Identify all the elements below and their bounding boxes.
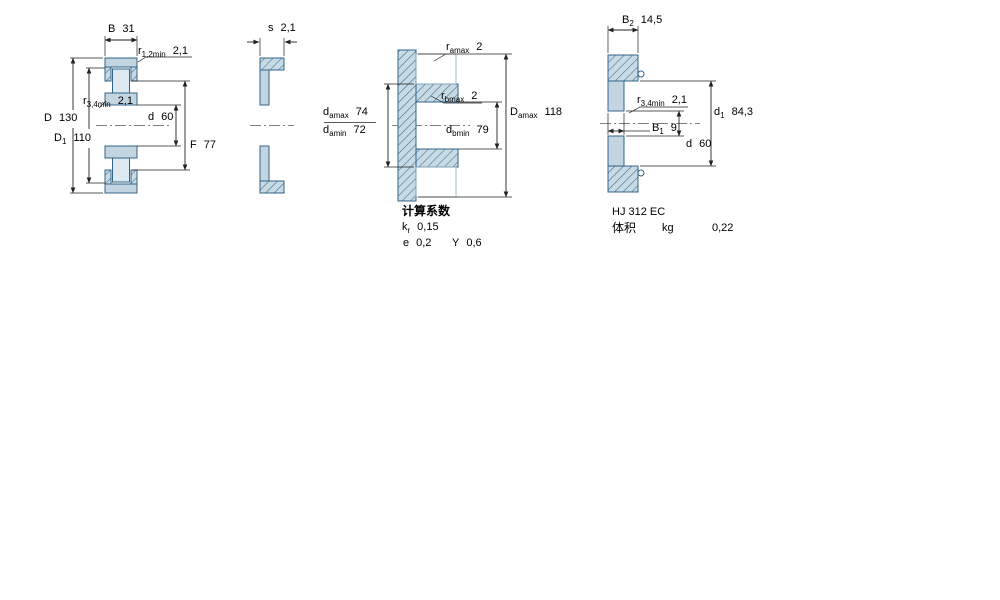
dim-d1-lines	[640, 80, 716, 167]
volume-label: 体积	[612, 221, 637, 235]
dim-B-lines	[104, 36, 138, 56]
view2-inner-ring-cross-section	[247, 38, 297, 194]
roller-lower	[112, 157, 130, 183]
leader-rb	[430, 95, 482, 104]
dim-d-hj-lines	[626, 110, 684, 137]
outer-ring-lower	[104, 183, 138, 194]
angle-ring-lip-upper	[607, 80, 625, 112]
leader-r12	[137, 56, 192, 63]
volume-unit: kg	[662, 222, 674, 234]
view4-angle-ring-section	[600, 26, 716, 193]
ring-flange-upper	[259, 57, 285, 71]
leader-ra	[433, 53, 447, 62]
dim-d-lines	[137, 104, 181, 147]
dim-F-lines	[132, 80, 190, 171]
shaft-seat-lower	[415, 148, 459, 168]
roller-upper	[112, 68, 130, 94]
ring-stem-upper	[259, 69, 270, 106]
angle-ring-body-lower	[607, 165, 639, 193]
dim-D1-lines	[86, 67, 105, 184]
outer-ring-flange-lower-right	[130, 169, 138, 185]
calculation-factors-heading: 计算系数	[402, 204, 451, 218]
leader-r34	[98, 100, 107, 109]
volume-value: 0,22	[712, 222, 734, 234]
view3-abutment-section	[324, 49, 512, 202]
dim-Da-lines	[418, 53, 512, 198]
dim-s-lines	[247, 38, 297, 56]
view1-bearing-cross-section	[70, 36, 192, 194]
ring-stem-lower	[259, 145, 270, 182]
outer-ring-flange-lower-left	[104, 169, 112, 185]
product-designation: HJ 312 EC	[612, 206, 666, 218]
ring-flange-lower	[259, 180, 285, 194]
radius-marker-upper	[637, 70, 645, 78]
dim-B1-lines	[607, 113, 650, 135]
shoulder-section	[397, 49, 417, 202]
dim-da-lines	[324, 83, 414, 168]
bearing-outline-lower	[415, 166, 457, 198]
bearing-outline-upper	[415, 53, 457, 85]
outer-ring-flange-upper-right	[130, 66, 138, 82]
angle-ring-body-upper	[607, 54, 639, 82]
outer-ring-flange-upper-left	[104, 66, 112, 82]
angle-ring-lip-lower	[607, 135, 625, 167]
outer-ring-upper	[104, 57, 138, 68]
dim-B2-lines	[607, 26, 639, 53]
inner-ring-upper	[104, 92, 138, 106]
dim-D-lines	[70, 57, 103, 194]
dim-db-lines	[458, 101, 502, 150]
radius-marker-lower	[637, 169, 645, 177]
inner-ring-lower	[104, 145, 138, 159]
